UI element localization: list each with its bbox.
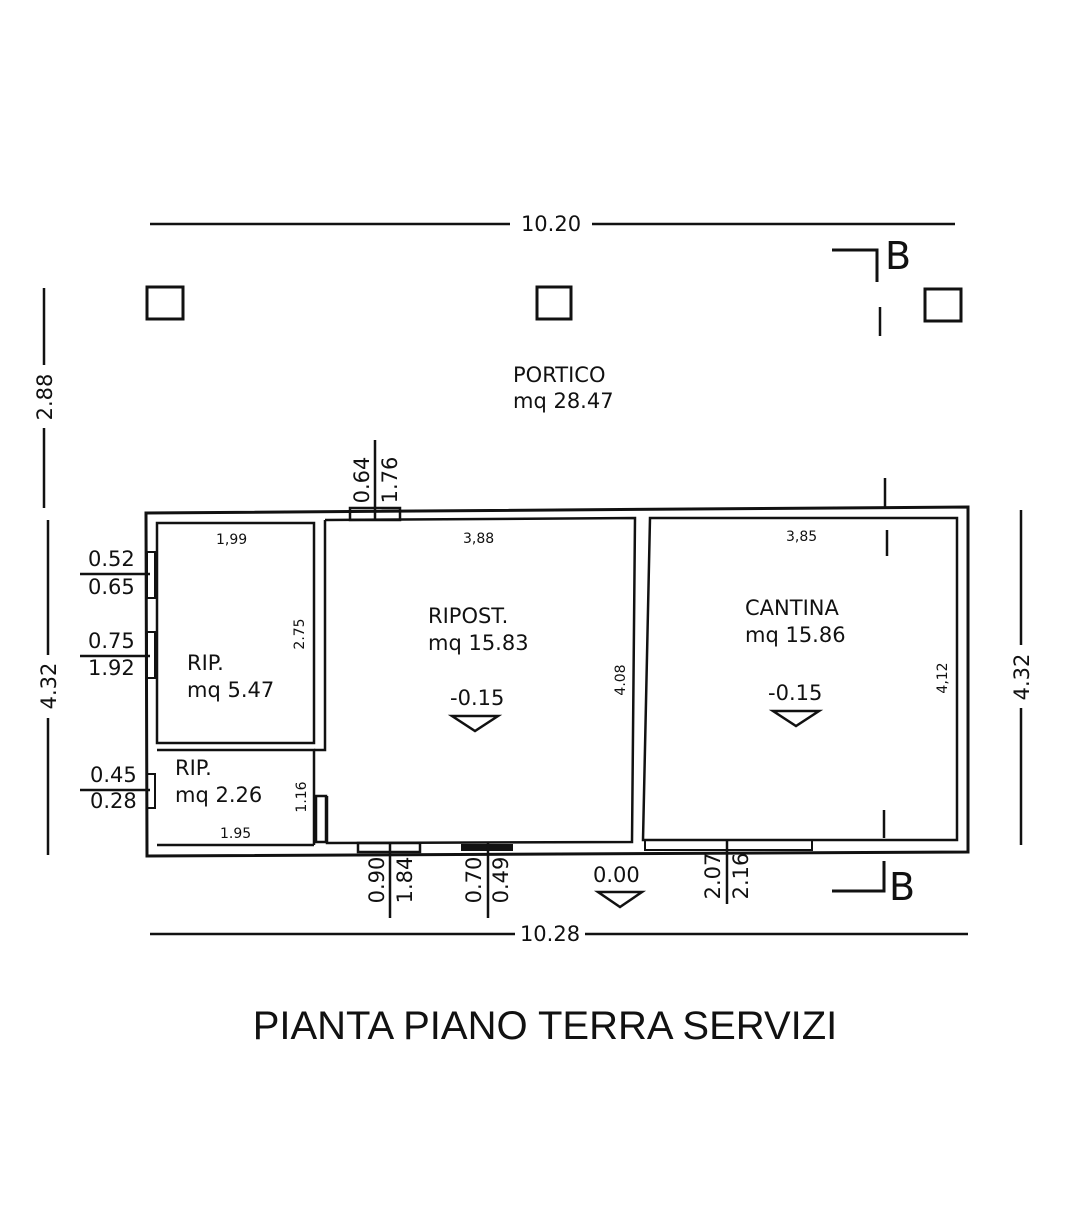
left-window-3-width: 0.45 <box>90 763 137 787</box>
section-marker-bottom-label: B <box>889 865 915 909</box>
left-window-1: 0.52 0.65 <box>80 547 156 599</box>
dim-top-width-label: 10.20 <box>521 212 581 236</box>
section-marker-top: B <box>832 234 911 838</box>
room-rip-large-outline <box>155 521 316 745</box>
left-window-1-height: 0.65 <box>88 575 135 599</box>
left-window-2: 0.75 1.92 <box>80 629 156 680</box>
dim-left-portico-label: 2.88 <box>33 374 57 421</box>
left-window-2-width: 0.75 <box>88 629 135 653</box>
dim-right-height-label: 4.32 <box>1010 654 1034 701</box>
rip-small-depth: 1.16 <box>294 781 310 812</box>
dim-bottom-width: 10.28 <box>150 922 968 946</box>
ripost-width: 3,88 <box>463 531 494 547</box>
dim-left-height-label: 4.32 <box>37 663 61 710</box>
cantina-name: CANTINA <box>745 596 839 620</box>
cantina-level: -0.15 <box>768 681 822 705</box>
portico-name: PORTICO <box>513 363 605 387</box>
pillar-left <box>145 285 185 321</box>
cantina-width: 3,85 <box>786 529 817 545</box>
left-window-3: 0.45 0.28 <box>80 763 156 813</box>
rip-large-width: 1,99 <box>216 532 247 548</box>
left-window-2-height: 1.92 <box>88 656 135 680</box>
exterior-level: 0.00 <box>593 863 640 887</box>
rip-small-area: mq 2.26 <box>175 783 262 807</box>
bottom-door-2-height: 2.16 <box>729 853 753 900</box>
rip-small-name: RIP. <box>175 756 212 780</box>
cantina-area: mq 15.86 <box>745 623 846 647</box>
dim-bottom-width-label: 10.28 <box>520 922 580 946</box>
rip-large-name: RIP. <box>187 651 224 675</box>
plan-title: PIANTA PIANO TERRA SERVIZI <box>253 1004 838 1048</box>
exterior-level-triangle-icon <box>593 890 647 909</box>
portico-area: mq 28.47 <box>513 389 614 413</box>
ripost-level: -0.15 <box>450 686 504 710</box>
pillar-right <box>923 287 963 323</box>
ripost-depth: 4.08 <box>613 664 629 695</box>
cantina-depth: 4,12 <box>935 662 951 693</box>
pillar-center <box>535 285 573 321</box>
bottom-window-height: 0.49 <box>489 857 513 904</box>
dim-top-width: 10.20 <box>150 212 955 236</box>
dim-left-portico: 2.88 <box>33 288 57 508</box>
ripost-name: RIPOST. <box>428 604 508 628</box>
top-window-width: 0.64 <box>350 457 374 504</box>
section-marker-top-label: B <box>885 234 911 278</box>
rip-small-width: 1.95 <box>220 826 251 842</box>
bottom-door-2-width: 2.07 <box>701 853 725 900</box>
building-walls <box>144 505 970 858</box>
rip-large-area: mq 5.47 <box>187 678 274 702</box>
ripost-area: mq 15.83 <box>428 631 529 655</box>
bottom-window-width: 0.70 <box>462 857 486 904</box>
ripost-level-triangle-icon <box>447 714 503 733</box>
section-marker-bottom: B <box>832 861 915 909</box>
top-window-height: 1.76 <box>378 457 402 504</box>
bottom-door-1-width: 0.90 <box>365 857 389 904</box>
dim-right-height: 4.32 <box>1010 510 1034 845</box>
cantina-level-triangle-icon <box>768 709 824 728</box>
dim-left-height: 4.32 <box>37 520 61 855</box>
rip-large-depth: 2.75 <box>292 618 308 649</box>
bottom-door-2 <box>644 839 813 851</box>
bottom-door-1-height: 1.84 <box>393 857 417 904</box>
left-window-3-height: 0.28 <box>90 789 137 813</box>
left-window-1-width: 0.52 <box>88 547 135 571</box>
